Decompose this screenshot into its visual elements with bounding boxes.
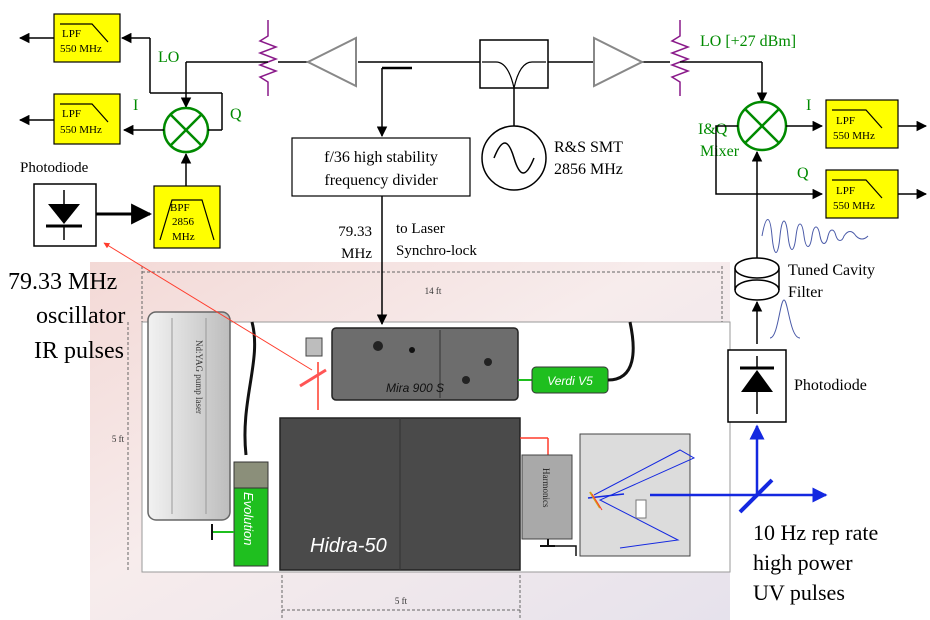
mixer-right — [736, 100, 788, 152]
dimension-label-bottom: 5 ft — [395, 596, 408, 606]
verdi-label: Verdi V5 — [547, 374, 593, 388]
hidra-50-amplifier: Hidra-50 — [279, 417, 521, 571]
mixer-left-i-label: I — [133, 97, 138, 114]
photodiode-right-label: Photodiode — [794, 377, 867, 394]
cavity-label-line1: Tuned Cavity — [788, 262, 875, 279]
mixer-right-name-line1: I&Q — [698, 121, 728, 138]
lpf-filter-right-q: LPF 550 MHz — [825, 169, 899, 219]
verdi-v5-laser: Verdi V5 — [518, 366, 609, 394]
mixer-left — [162, 106, 210, 154]
lpf-top-left-line1: LPF — [62, 28, 81, 40]
mixer-right-i-label: I — [806, 97, 811, 114]
lpf-mid-left-line2: 550 MHz — [60, 124, 102, 136]
nd-yag-pump-laser: Nd:YAG pump laser — [147, 311, 231, 521]
attenuator-left — [257, 20, 279, 96]
lpf-right-q-line1: LPF — [836, 185, 855, 197]
ringing-waveform — [761, 219, 869, 253]
output-label-line3: UV pulses — [753, 580, 845, 605]
photodiode-left — [33, 183, 97, 247]
rf-source — [481, 125, 547, 191]
lpf-top-left-line2: 550 MHz — [60, 43, 102, 55]
mixer-right-q-label: Q — [797, 165, 809, 182]
divider-label-line1: f/36 high stability — [324, 149, 438, 166]
lpf-filter-mid-left: LPF 550 MHz — [53, 93, 121, 145]
divider-out-freq-line1: 79.33 — [338, 224, 372, 240]
harmonics-unit: Harmonics — [521, 454, 573, 540]
uv-output-beam — [650, 424, 828, 514]
dimension-label-top: 14 ft — [425, 286, 442, 296]
bpf-line3: MHz — [172, 231, 195, 243]
evolution-laser: Evolution — [233, 461, 269, 567]
verdi-cable — [607, 321, 635, 382]
evolution-label: Evolution — [241, 492, 256, 545]
mixer-right-lo-label: LO [+27 dBm] — [700, 33, 796, 50]
harmonics-label: Harmonics — [541, 468, 551, 508]
ir-beam-splitter — [299, 368, 327, 388]
frequency-divider: f/36 high stability frequency divider — [291, 137, 471, 197]
source-label-line1: R&S SMT — [554, 139, 623, 156]
amplifier-left — [305, 36, 357, 88]
laser-table-section: 14 ft 5 ft 5 ft Nd:YAG pump laser Evolut… — [90, 242, 731, 620]
pump-laser-label: Nd:YAG pump laser — [194, 340, 204, 414]
lpf-mid-left-line1: LPF — [62, 108, 81, 120]
output-label-line2: high power — [753, 550, 853, 575]
pulse-shape — [769, 299, 801, 339]
lpf-filter-top-left: LPF 550 MHz — [53, 13, 121, 63]
uv-path-mirror — [548, 545, 577, 556]
mira-label: Mira 900 S — [386, 381, 444, 395]
uv-beam-splitter — [738, 478, 774, 514]
mixer-right-name-line2: Mixer — [700, 143, 740, 160]
sine-wave-icon — [493, 142, 535, 174]
lpf-right-i-line1: LPF — [836, 115, 855, 127]
mira-900s-oscillator: Mira 900 S — [331, 327, 519, 401]
bpf-filter-left: BPF 2856 MHz — [153, 185, 221, 249]
bpf-line1: BPF — [170, 202, 190, 214]
divider-out-freq-line2: MHz — [341, 246, 372, 262]
power-splitter — [479, 39, 549, 126]
ir-pickoff-arrow — [103, 242, 313, 371]
oscillator-label-line3: IR pulses — [34, 338, 124, 364]
divider-label-line2: frequency divider — [324, 172, 438, 189]
lpf-right-q-line2: 550 MHz — [833, 200, 875, 212]
bpf-line2: 2856 — [172, 216, 195, 228]
mixer-left-q-label: Q — [230, 106, 242, 123]
photodiode-left-label: Photodiode — [20, 160, 89, 176]
hidra-label: Hidra-50 — [310, 535, 387, 557]
lpf-right-i-line2: 550 MHz — [833, 130, 875, 142]
tuned-cavity-filter — [734, 257, 780, 301]
divider-out-to-line1: to Laser — [396, 221, 445, 237]
amplifier-right — [593, 36, 645, 88]
oscillator-label-line2: oscillator — [36, 303, 125, 329]
oscillator-label-line1: 79.33 MHz — [8, 269, 117, 295]
source-label-line2: 2856 MHz — [554, 161, 623, 178]
attenuator-right — [669, 20, 691, 96]
mixer-left-lo-label: LO — [158, 49, 179, 66]
output-label-line1: 10 Hz rep rate — [753, 520, 878, 545]
q-to-lpf-right-arrow — [715, 125, 824, 200]
lpf-filter-right-i: LPF 550 MHz — [825, 99, 899, 149]
cavity-label-line2: Filter — [788, 284, 823, 301]
photodiode-right — [727, 349, 787, 423]
photodiode-pickoff — [305, 337, 323, 357]
divider-out-to-line2: Synchro-lock — [396, 243, 477, 259]
dimension-label-left: 5 ft — [112, 434, 125, 444]
